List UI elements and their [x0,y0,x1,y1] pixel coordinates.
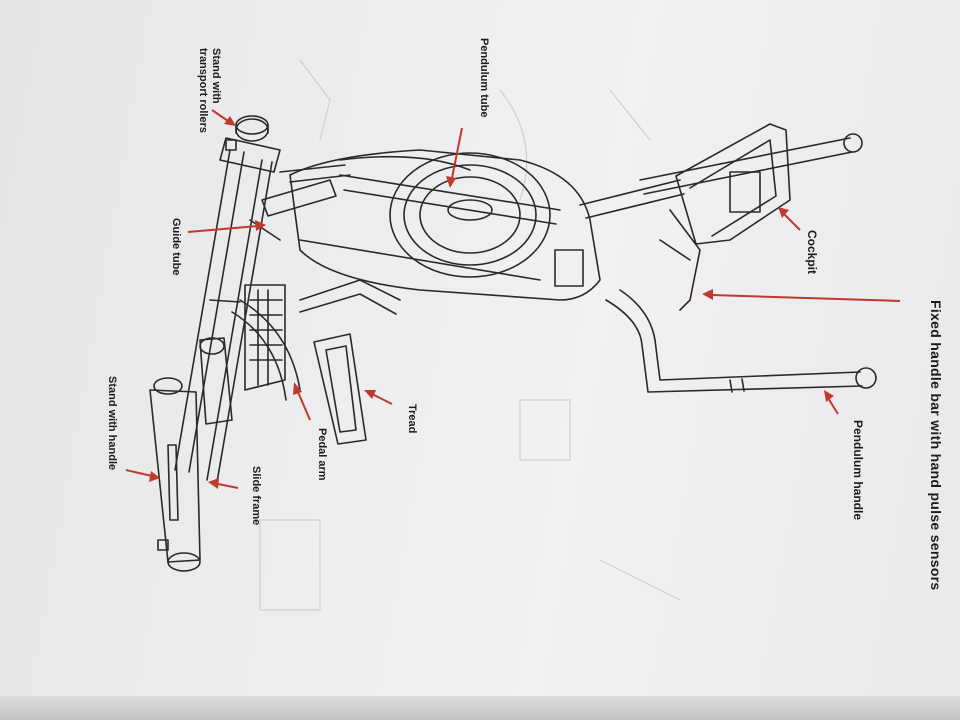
arrow-guide-tube [187,220,266,233]
label-slide-frame: Slide frame [250,466,262,526]
label-line: Stand with [210,48,222,104]
label-stand-transport-rollers: Stand with transport rollers [197,48,222,133]
upright-and-handles [579,133,877,393]
pedal-assembly [231,279,401,445]
arrow-slide-frame [208,478,239,489]
foot-plates [199,284,286,425]
pointer-arrows [125,109,901,489]
guide-tube-shape [249,164,351,241]
arrow-fixed-handle [702,289,901,302]
rear-stand [219,115,281,173]
arrow-stand-transport [211,109,236,126]
cockpit-console [659,123,791,311]
label-pedal-arm: Pedal arm [316,428,328,481]
front-stand [149,377,201,572]
arrow-pendulum-handle [824,390,839,415]
label-pendulum-tube: Pendulum tube [478,38,490,118]
label-tread: Tread [406,404,418,434]
arrow-stand-handle [125,469,160,482]
arrow-pedal-arm [293,382,311,421]
paper-edge [0,696,960,720]
arrow-pendulum-tube [446,127,463,188]
label-pendulum-handle: Pendulum handle [851,420,865,521]
show-through [259,59,681,611]
label-line: transport rollers [197,48,210,133]
label-stand-with-handle: Stand with handle [106,376,118,471]
label-fixed-handle-bar: Fixed handle bar with hand pulse sensors [928,300,944,591]
flywheel-housing [289,149,601,301]
pendulum-tube-shape [339,174,561,225]
label-guide-tube: Guide tube [170,218,182,276]
label-cockpit: Cockpit [805,230,819,275]
arrow-cockpit [778,207,801,231]
arrow-tread [364,390,393,405]
